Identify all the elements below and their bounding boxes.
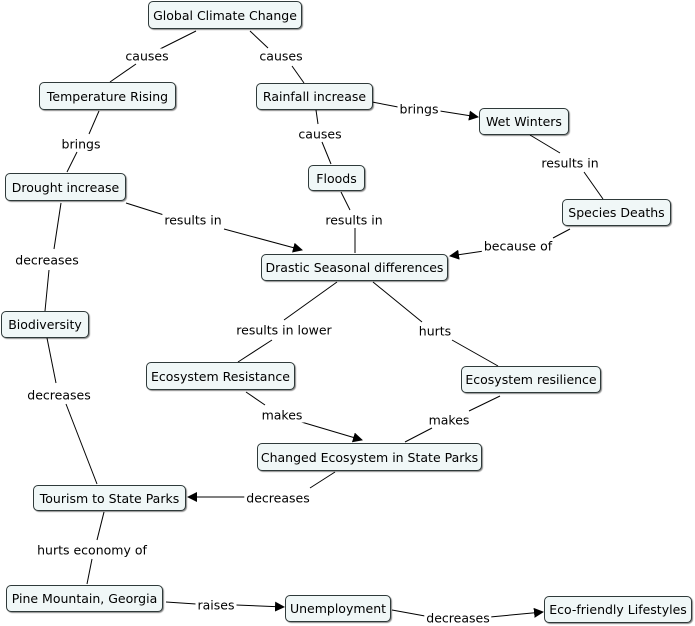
connector-tourism-hurts — [96, 511, 105, 541]
link-label-decreases: decreases — [25, 387, 93, 403]
connector-results-species — [583, 171, 604, 200]
concept-species-deaths[interactable]: Species Deaths — [562, 199, 671, 226]
link-label-decreases: decreases — [244, 490, 312, 506]
connector-bio-decreases — [46, 337, 57, 384]
concept-changed-ecosystem-in-state-parks[interactable]: Changed Ecosystem in State Parks — [257, 443, 482, 471]
connector-decreases-tourism — [65, 403, 98, 485]
connector-causes-temp — [109, 63, 137, 83]
concept-drastic-seasonal-differences[interactable]: Drastic Seasonal differences — [261, 254, 448, 281]
connector-pine-raises — [165, 601, 197, 605]
connector-gcc-causes — [159, 30, 197, 50]
concept-floods[interactable]: Floods — [308, 165, 365, 191]
connector-unemployment-decreases — [391, 609, 426, 617]
connector-decreases-bio — [44, 269, 50, 312]
connector-resistance-makes — [245, 391, 266, 406]
connector-causes-rain — [291, 65, 305, 84]
connector-floods-results — [340, 191, 351, 211]
connector-results-drastic — [223, 228, 303, 253]
connector-drought-decreases — [53, 202, 62, 250]
link-label-causes: causes — [123, 48, 171, 64]
link-label-hurts-economy-of: hurts economy of — [35, 542, 149, 558]
connector-gcc-causes-2 — [249, 30, 269, 49]
link-label-causes: causes — [296, 126, 344, 142]
connector-decreases-eco — [489, 607, 544, 618]
connector-makes-changed — [297, 420, 363, 443]
connector-resilience-makes — [468, 395, 501, 412]
link-label-decreases: decreases — [13, 252, 81, 268]
connector-rain-causes — [315, 109, 319, 125]
link-label-results-in: results in — [539, 155, 601, 171]
link-label-results-in: results in — [323, 212, 385, 228]
concept-rainfall-increase[interactable]: Rainfall increase — [256, 83, 373, 110]
concept-ecosystem-resistance[interactable]: Ecosystem Resistance — [146, 362, 295, 390]
connector-causes-floods — [321, 141, 332, 165]
concept-pine-mountain-georgia[interactable]: Pine Mountain, Georgia — [6, 585, 163, 612]
connector-rain-brings — [371, 101, 399, 108]
link-label-brings: brings — [59, 136, 103, 152]
connector-changed-decreases — [309, 471, 336, 489]
connector-hurts-resilience — [451, 339, 499, 367]
link-label-decreases: decreases — [424, 610, 492, 626]
concept-biodiversity[interactable]: Biodiversity — [1, 311, 89, 338]
link-label-raises: raises — [195, 597, 237, 613]
link-label-makes: makes — [426, 412, 472, 428]
concept-unemployment[interactable]: Unemployment — [285, 595, 391, 622]
link-label-because-of: because of — [481, 238, 555, 254]
connector-brings-wet — [439, 110, 479, 121]
connector-drought-results — [125, 202, 165, 216]
concept-temperature-rising[interactable]: Temperature Rising — [39, 82, 176, 110]
connector-because-drastic — [449, 249, 485, 260]
connector-wet-results — [529, 134, 561, 154]
concept-drought-increase[interactable]: Drought increase — [5, 173, 126, 201]
link-label-hurts: hurts — [416, 323, 454, 339]
connector-brings-drought — [66, 151, 78, 173]
connector-temp-brings — [88, 110, 100, 135]
link-label-makes: makes — [259, 407, 305, 423]
link-label-results-in: results in — [162, 212, 224, 228]
concept-ecosystem-resilience[interactable]: Ecosystem resilience — [461, 366, 601, 393]
connector-results-lower-resistance — [237, 339, 273, 363]
concept-wet-winters[interactable]: Wet Winters — [479, 108, 569, 135]
link-label-brings: brings — [397, 101, 441, 117]
link-label-causes: causes — [257, 48, 305, 64]
link-label-results-in-lower: results in lower — [234, 322, 334, 338]
concept-eco-friendly-lifestyles[interactable]: Eco-friendly Lifestyles — [544, 596, 692, 623]
connector-hurts-pine — [86, 558, 93, 585]
connector-species-because — [552, 228, 571, 239]
connector-makes-changed-2 — [404, 427, 433, 443]
connector-raises-unemployment — [235, 601, 285, 612]
concept-tourism-to-state-parks[interactable]: Tourism to State Parks — [33, 485, 186, 511]
concept-global-climate-change[interactable]: Global Climate Change — [148, 1, 302, 29]
connector-drastic-hurts — [372, 281, 423, 323]
connector-drastic-results-lower — [283, 281, 338, 321]
